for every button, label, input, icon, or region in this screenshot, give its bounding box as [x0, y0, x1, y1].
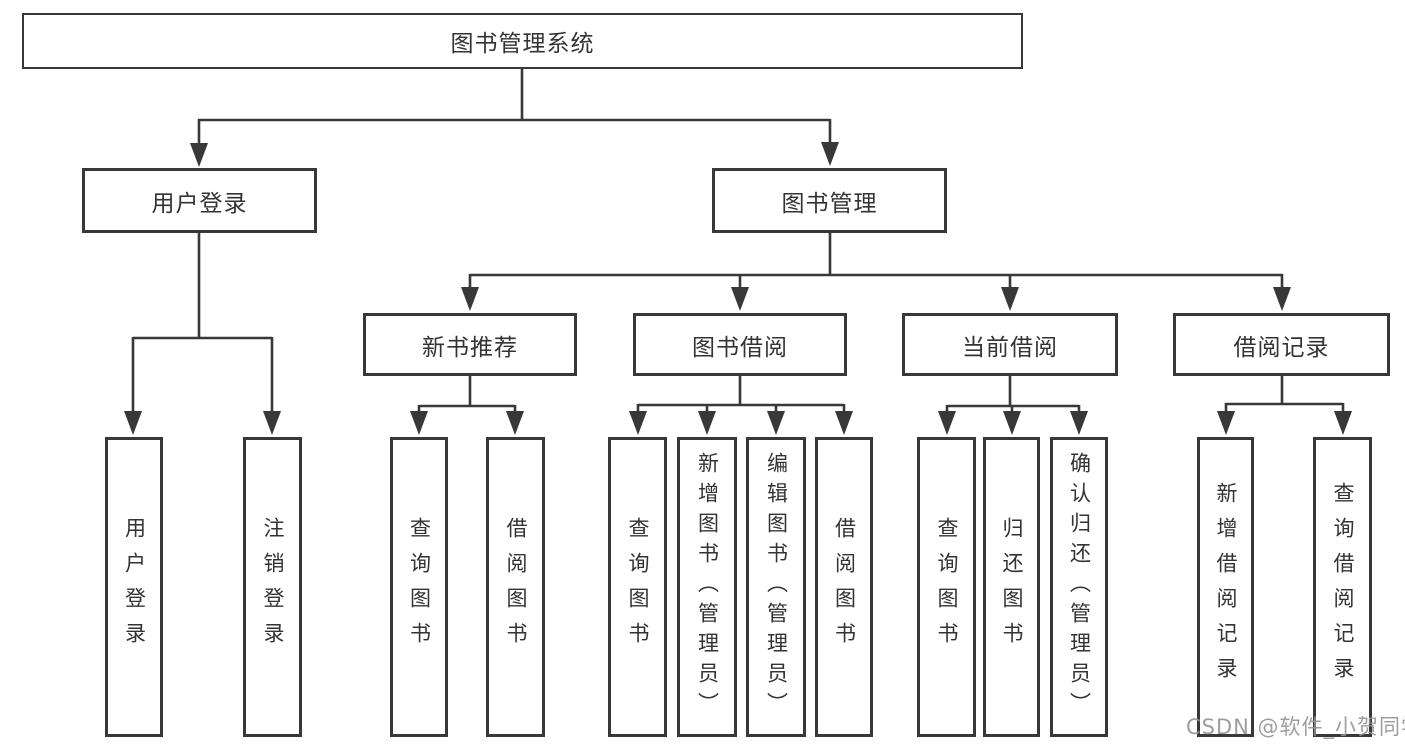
- node-current-borrow: 当前借阅: [902, 313, 1118, 376]
- leaf-query-books-borrow-label: 查询图书: [626, 517, 650, 657]
- leaf-query-books-current: 查询图书: [917, 437, 976, 737]
- leaf-borrow-books-label: 借阅图书: [832, 517, 857, 657]
- leaf-add-borrow-record: 新增借阅记录: [1197, 437, 1254, 737]
- node-book-management: 图书管理: [712, 168, 947, 233]
- node-book-borrow-label: 图书借阅: [692, 334, 788, 361]
- leaf-logout: 注销登录: [243, 437, 302, 737]
- node-new-book-recommend-label: 新书推荐: [422, 334, 518, 361]
- leaf-return-book: 归还图书: [983, 437, 1040, 737]
- csdn-watermark: CSDN @软件_小贺同学: [1186, 715, 1405, 739]
- leaf-add-book-admin-label: 新增图书（管理员）: [695, 452, 720, 722]
- node-user-login: 用户登录: [82, 168, 317, 233]
- node-root-label: 图书管理系统: [450, 31, 595, 57]
- leaf-add-borrow-record-label: 新增借阅记录: [1214, 482, 1238, 692]
- leaf-edit-book-admin: 编辑图书（管理员）: [746, 437, 806, 737]
- node-book-management-label: 图书管理: [781, 190, 878, 217]
- leaf-user-login: 用户登录: [105, 437, 163, 737]
- leaf-query-books-recommend-label: 查询图书: [407, 517, 432, 657]
- leaf-confirm-return-admin-label: 确认归还（管理员）: [1067, 452, 1092, 722]
- leaf-user-login-label: 用户登录: [122, 517, 147, 657]
- node-new-book-recommend: 新书推荐: [363, 313, 577, 376]
- leaf-confirm-return-admin: 确认归还（管理员）: [1050, 437, 1108, 737]
- leaf-return-book-label: 归还图书: [1000, 517, 1024, 657]
- node-user-login-label: 用户登录: [151, 190, 248, 217]
- leaf-add-book-admin: 新增图书（管理员）: [677, 437, 737, 737]
- node-book-borrow: 图书借阅: [633, 313, 847, 376]
- arrowheads: [124, 142, 1352, 435]
- leaf-query-borrow-record-label: 查询借阅记录: [1331, 482, 1355, 692]
- leaf-logout-label: 注销登录: [261, 517, 285, 657]
- leaf-edit-book-admin-label: 编辑图书（管理员）: [764, 452, 789, 722]
- leaf-query-books-borrow: 查询图书: [608, 437, 667, 737]
- leaf-borrow-books-recommend-label: 借阅图书: [504, 517, 528, 657]
- leaf-borrow-books: 借阅图书: [815, 437, 873, 737]
- node-borrow-records-label: 借阅记录: [1233, 334, 1330, 361]
- node-borrow-records: 借阅记录: [1173, 313, 1390, 376]
- node-root: 图书管理系统: [22, 13, 1023, 69]
- leaf-query-books-current-label: 查询图书: [935, 517, 959, 657]
- leaf-borrow-books-recommend: 借阅图书: [486, 437, 545, 737]
- leaf-query-books-recommend: 查询图书: [390, 437, 448, 737]
- node-current-borrow-label: 当前借阅: [962, 334, 1058, 361]
- leaf-query-borrow-record: 查询借阅记录: [1313, 437, 1372, 737]
